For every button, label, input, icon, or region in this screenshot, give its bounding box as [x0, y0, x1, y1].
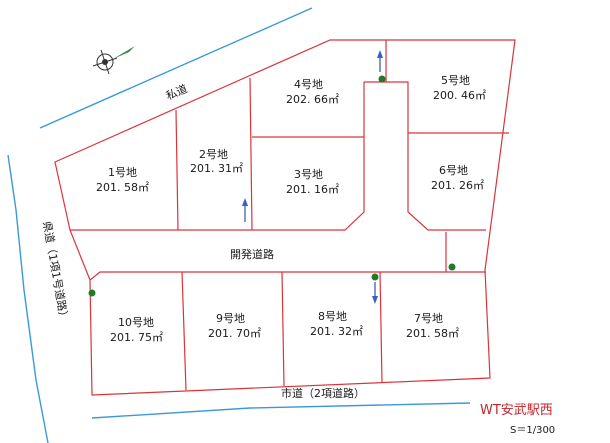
lot-6-name: 6号地	[439, 164, 468, 177]
divider-2-4	[249, 77, 253, 231]
lot-7-name: 7号地	[414, 312, 443, 325]
lot-10-name: 10号地	[118, 316, 154, 329]
entrance-arrow-icon	[372, 282, 378, 304]
boundary-markers	[88, 75, 456, 297]
lot-8-area: 201. 32㎡	[310, 325, 363, 338]
divider-1-2	[175, 109, 179, 231]
private-road-label: 私道	[164, 81, 190, 102]
flag-lot-path-left	[70, 82, 365, 231]
boundary-marker-dot-icon	[378, 75, 386, 83]
prefectural-road-label: 県道（1項1号道路）	[40, 220, 71, 323]
divider-9-8	[281, 271, 285, 387]
boundary-marker-dot-icon	[448, 263, 456, 271]
private-road-edge	[39, 7, 313, 129]
flag-lot-path-right	[364, 81, 486, 231]
prefectural-road-edge	[7, 154, 49, 443]
boundary-marker-dot-icon	[88, 289, 96, 297]
north-compass-icon	[92, 46, 135, 75]
city-road-edge	[91, 402, 471, 419]
development-road-label: 開発道路	[230, 247, 274, 261]
entrance-arrow-icon	[377, 50, 383, 72]
lot-2-area: 201. 31㎡	[190, 162, 243, 175]
lot-10-area: 201. 75㎡	[110, 331, 163, 344]
city-road-label: 市道（2項道路）	[281, 386, 365, 400]
lot-4-name: 4号地	[294, 78, 323, 91]
lot-boundaries	[54, 39, 516, 396]
lot-7-area: 201. 58㎡	[406, 327, 459, 340]
lot-3-area: 201. 16㎡	[286, 183, 339, 196]
boundary-marker-dot-icon	[371, 273, 379, 281]
property-title: WT安武駅西	[480, 403, 553, 418]
lot-9-name: 9号地	[216, 312, 245, 325]
lot-4-area: 202. 66㎡	[286, 93, 339, 106]
lot-labels: 1号地 201. 58㎡ 2号地 201. 31㎡ 3号地 201. 16㎡ 4…	[96, 74, 486, 344]
lot-3-name: 3号地	[294, 168, 323, 181]
road-lines	[7, 7, 471, 443]
entrance-arrows	[242, 50, 383, 304]
divider-8-7	[379, 271, 383, 383]
lot-5-area: 200. 46㎡	[433, 89, 486, 102]
lot-5-name: 5号地	[441, 74, 470, 87]
lot-9-area: 201. 70㎡	[208, 327, 261, 340]
entrance-arrow-icon	[242, 198, 248, 222]
lot-6-area: 201. 26㎡	[431, 179, 484, 192]
lot-1-area: 201. 58㎡	[96, 181, 149, 194]
lot-8-name: 8号地	[318, 310, 347, 323]
development-road-south-edge	[89, 232, 447, 281]
divider-10-9	[181, 271, 187, 391]
scale-label: S＝1/300	[510, 425, 555, 436]
lot-2-name: 2号地	[199, 148, 228, 161]
lot-1-name: 1号地	[108, 166, 137, 179]
site-outer-boundary	[54, 39, 516, 396]
